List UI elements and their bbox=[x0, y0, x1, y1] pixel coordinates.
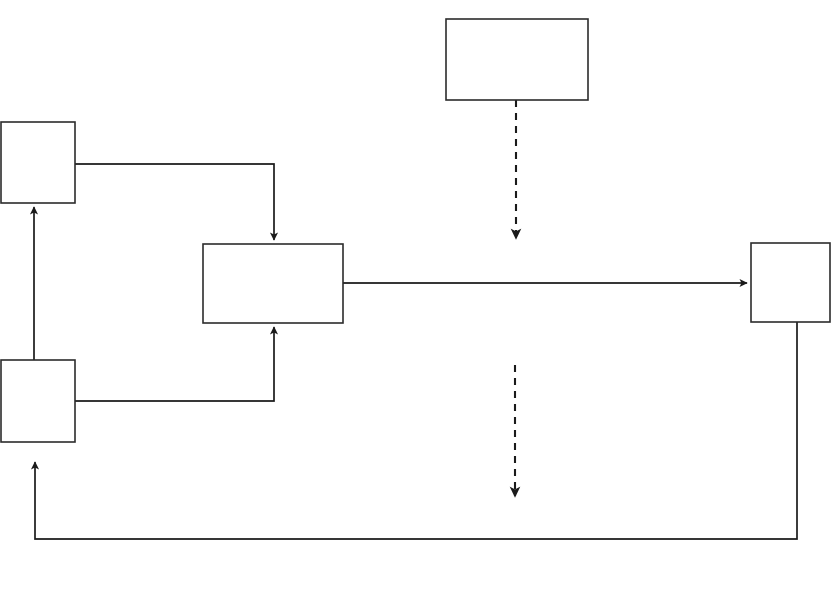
box-right[interactable] bbox=[750, 242, 831, 323]
box-top-right-rect[interactable] bbox=[445, 18, 589, 101]
box-bottom-left[interactable] bbox=[0, 359, 76, 443]
box-right-rect[interactable] bbox=[750, 242, 831, 323]
box-top-right[interactable] bbox=[445, 18, 589, 101]
box-center-rect[interactable] bbox=[202, 243, 344, 324]
box-top-left-rect[interactable] bbox=[0, 121, 76, 204]
edge-bottom-left-to-center[interactable] bbox=[75, 326, 279, 402]
edge-top-left-to-center[interactable] bbox=[75, 163, 279, 241]
edge-layer bbox=[29, 100, 798, 540]
box-bottom-left-rect[interactable] bbox=[0, 359, 76, 443]
box-center[interactable] bbox=[202, 243, 344, 324]
node-layer bbox=[0, 18, 831, 443]
edge-right-feedback-to-bottom-left[interactable] bbox=[30, 322, 798, 540]
box-top-left[interactable] bbox=[0, 121, 76, 204]
